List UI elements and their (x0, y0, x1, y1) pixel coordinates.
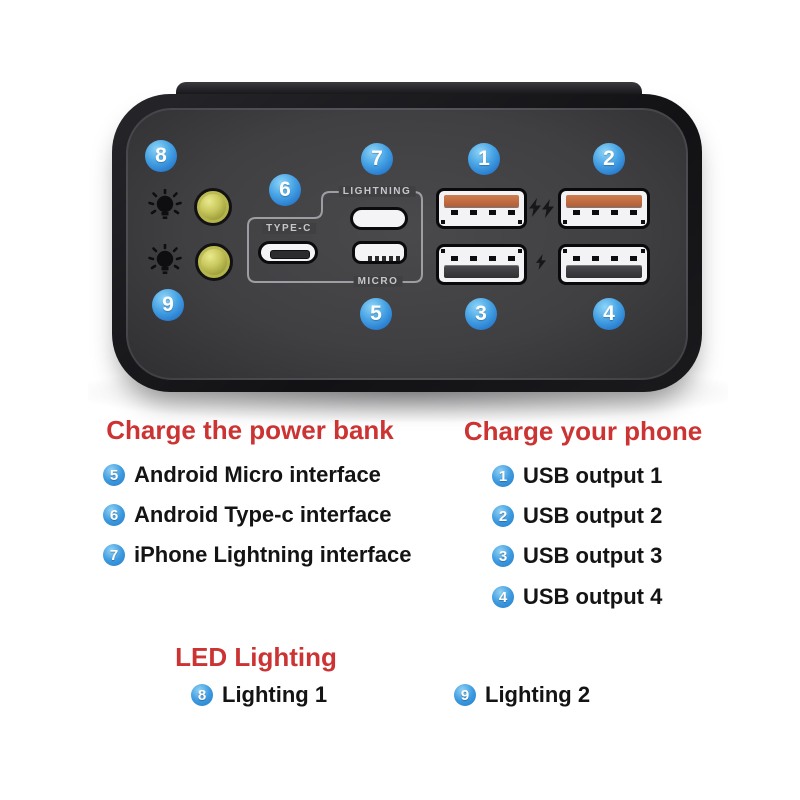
legend-label: Lighting 2 (485, 682, 591, 707)
usb2-tongue (566, 195, 642, 207)
callout-badge-9: 9 (454, 684, 476, 706)
type-c-port (258, 241, 318, 264)
light-bulb-icon (148, 189, 182, 219)
callout-3: 3 (465, 298, 497, 330)
callout-badge-5: 5 (103, 464, 125, 486)
callout-6: 6 (269, 174, 301, 206)
lightning-bolt-icon (529, 198, 541, 217)
callout-8: 8 (145, 140, 177, 172)
lightning-port (350, 207, 408, 230)
lightning-port-label: LIGHTNING (338, 186, 416, 197)
legend-label: Lighting 1 (222, 682, 328, 707)
lightning-bolt-icon (542, 199, 554, 218)
type-c-port-label: TYPE-C (262, 223, 316, 234)
callout-9: 9 (152, 289, 184, 321)
micro-usb-port (352, 241, 407, 264)
lightning-bolt-icon (536, 254, 546, 270)
callout-7: 7 (361, 143, 393, 175)
usb1-tongue (444, 195, 519, 207)
callout-badge-7: 7 (103, 544, 125, 566)
callout-badge-3: 3 (492, 545, 514, 567)
legend-label: USB output 2 (523, 503, 663, 528)
callout-badge-1: 1 (492, 465, 514, 487)
legend-label: iPhone Lightning interface (134, 542, 412, 567)
section-title-led-lighting: LED Lighting (175, 642, 337, 672)
callout-2: 2 (593, 143, 625, 175)
led-lamp-2 (195, 243, 233, 281)
usb4-tongue (566, 266, 642, 278)
callout-badge-2: 2 (492, 505, 514, 527)
micro-port-label: MICRO (353, 276, 403, 287)
legend-label: USB output 1 (523, 463, 663, 488)
light-bulb-icon (148, 244, 182, 274)
usb-port-2 (558, 188, 650, 229)
callout-1: 1 (468, 143, 500, 175)
legend-item-type-c: 6 Android Type-c interface (103, 502, 392, 528)
legend-item-usb2: 2 USB output 2 (492, 503, 662, 529)
legend-item-usb3: 3 USB output 3 (492, 543, 662, 569)
legend-item-lightning: 7 iPhone Lightning interface (103, 542, 411, 568)
callout-5: 5 (360, 298, 392, 330)
usb-port-3 (436, 244, 527, 285)
section-title-charge-your-phone: Charge your phone (463, 416, 703, 446)
legend-label: Android Micro interface (134, 462, 381, 487)
section-title-charge-power-bank: Charge the power bank (106, 415, 394, 445)
usb-port-1 (436, 188, 527, 229)
legend-item-lighting2: 9 Lighting 2 (454, 682, 590, 708)
type-c-slot (270, 250, 310, 259)
callout-badge-6: 6 (103, 504, 125, 526)
legend-label: USB output 4 (523, 584, 663, 609)
micro-usb-pins (368, 256, 400, 261)
legend-item-usb1: 1 USB output 1 (492, 463, 662, 489)
callout-badge-4: 4 (492, 586, 514, 608)
legend-item-micro: 5 Android Micro interface (103, 462, 381, 488)
callout-badge-8: 8 (191, 684, 213, 706)
legend-item-lighting1: 8 Lighting 1 (191, 682, 327, 708)
legend-label: Android Type-c interface (134, 502, 392, 527)
legend-label: USB output 3 (523, 543, 663, 568)
legend-item-usb4: 4 USB output 4 (492, 584, 662, 610)
led-lamp-1 (194, 188, 232, 226)
usb3-tongue (444, 266, 519, 278)
input-port-group-outline (247, 191, 423, 283)
callout-4: 4 (593, 298, 625, 330)
usb-port-4 (558, 244, 650, 285)
